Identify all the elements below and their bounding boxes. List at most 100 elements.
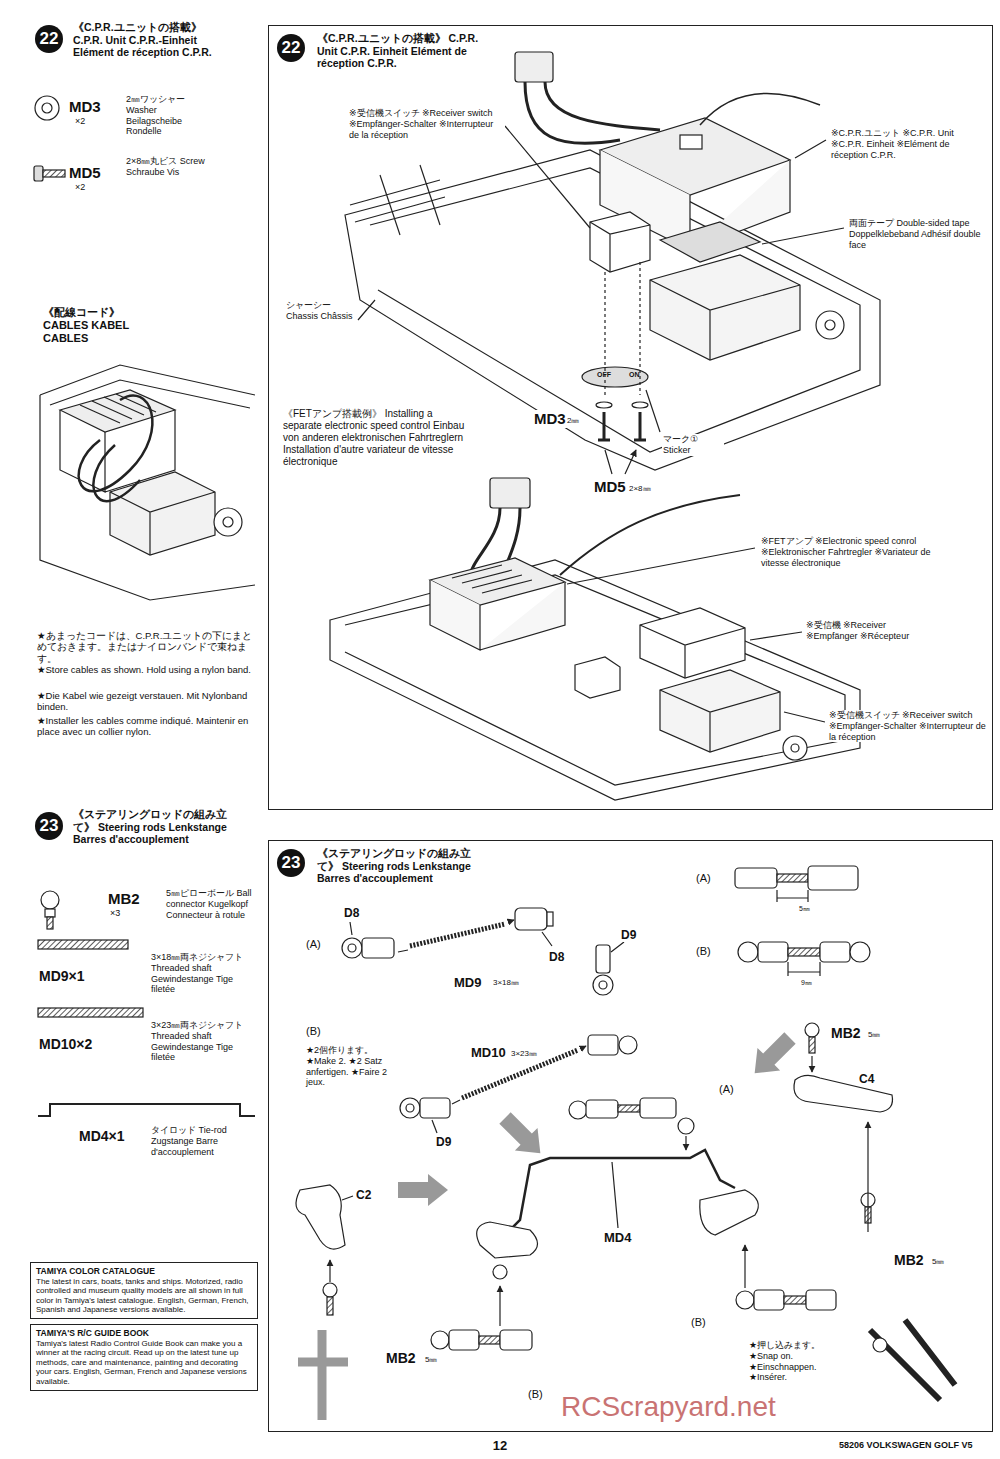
chassis-esc: [330, 560, 860, 800]
cable-illustration: [214, 508, 242, 536]
part-code: MD9: [453, 975, 482, 991]
part-code: D9: [620, 928, 637, 942]
steering-rod-parts: [618, 1105, 640, 1112]
chassis-esc: [575, 657, 620, 698]
cable-illustration: [40, 365, 255, 600]
steering-rod-parts: [599, 981, 607, 989]
steering-rod-parts: [493, 1265, 507, 1279]
screw-icon: [34, 166, 65, 181]
steering-rod-parts: [640, 1098, 676, 1118]
steering-rod-parts: [820, 942, 850, 962]
steering-rod-parts: [296, 866, 955, 1420]
chassis-cpr: [545, 82, 660, 130]
part-code: MD4: [603, 1230, 632, 1246]
steering-rod-parts: [784, 1296, 806, 1304]
steering-rod-parts: [420, 1098, 450, 1118]
chassis-esc: [345, 575, 845, 785]
steering-rod-parts: [678, 1118, 694, 1134]
callout-text: 2×8㎜丸ビス Screw Schraube Vis: [125, 156, 207, 178]
step-number: 22: [277, 34, 305, 62]
step-number: 22《C.P.R.ユニットの搭載》 C.P.R. Unit C.P.R.-Ein…: [35, 25, 63, 53]
chassis-cpr: [650, 280, 800, 360]
steering-rod-parts: [342, 1196, 353, 1200]
dimension: 9㎜: [800, 979, 813, 987]
part-code: MB2: [385, 1350, 417, 1367]
step-number: 23《ステアリングロッドの組み立て》 Steering rods Lenksta…: [35, 812, 63, 840]
steering-rod-parts: [788, 948, 820, 956]
steering-rod-parts: [596, 945, 610, 973]
chassis-cpr: [700, 93, 820, 125]
part-code: C4: [858, 1072, 875, 1086]
steering-rod-parts: [431, 1331, 449, 1349]
step-number-text: 22: [277, 34, 305, 62]
steering-rod-parts: [452, 1046, 586, 1104]
page-number: 12: [492, 1438, 508, 1454]
info-box: TAMIYA'S R/C GUIDE BOOKTamiya's latest R…: [30, 1324, 258, 1391]
assembly-illustration: [34, 52, 955, 1420]
callout-text: マーク① Sticker: [662, 434, 724, 456]
callout-text: ※受信機スイッチ ※Receiver switch ※Empfänger-Sch…: [828, 710, 990, 742]
direction-arrow: [494, 1107, 552, 1165]
chassis-esc: [452, 565, 532, 593]
callout-text: (B): [527, 1388, 544, 1401]
steering-rod-parts: [505, 1150, 735, 1235]
chassis-esc: [783, 736, 807, 760]
dimension: 5㎜: [424, 1355, 438, 1365]
chassis-cpr: [604, 412, 640, 440]
callout-text: (B): [305, 1025, 322, 1038]
steering-rod-parts: [406, 1104, 414, 1112]
chassis-esc: [560, 495, 740, 575]
part-code: MD9×1: [38, 968, 86, 985]
steering-rod-parts: [298, 1330, 348, 1420]
steering-rod-parts: [449, 1330, 479, 1350]
part-code: MD10×2: [38, 1036, 93, 1053]
chassis-cpr: [680, 135, 702, 149]
cable-illustration: [110, 472, 215, 555]
cable-illustration: [60, 390, 175, 432]
step-heading: 《ステアリングロッドの組み立て》 Steering rods Lenkstang…: [73, 808, 243, 846]
callout-text: 《FETアンプ搭載例》 Installing a separate electr…: [282, 408, 474, 468]
steering-rod-parts: [758, 942, 788, 962]
dimension: 5㎜: [798, 905, 811, 913]
dimension: 3×18㎜: [492, 978, 520, 988]
steering-rod-parts: [685, 1136, 686, 1150]
callout-text: 両面テープ Double-sided tape Doppelklebeband …: [848, 218, 985, 250]
cable-illustration: [80, 394, 156, 423]
watermark: RCScrapyard.net: [560, 1390, 777, 1424]
step-heading: 《ステアリングロッドの組み立て》 Steering rods Lenkstang…: [317, 847, 492, 885]
chassis-cpr: [598, 439, 646, 442]
steering-rod-parts: [348, 944, 356, 952]
steering-rod-parts: [794, 1075, 893, 1112]
part-code: ON: [628, 371, 641, 379]
steering-rod-parts: [788, 962, 820, 976]
part-code: MD3: [68, 98, 102, 116]
step-heading: 《C.P.R.ユニットの搭載》 C.P.R. Unit C.P.R.-Einhe…: [73, 21, 233, 59]
steering-rod-parts: [777, 890, 808, 902]
chassis-cpr: [605, 450, 636, 474]
washer-icon: [35, 96, 59, 120]
chassis-cpr: [590, 222, 650, 272]
threaded-shaft-icon: [38, 1008, 143, 1017]
chassis-cpr: [350, 165, 445, 235]
direction-arrow: [743, 1027, 801, 1085]
part-code: OFF: [596, 371, 612, 379]
part-code: D9: [435, 1135, 452, 1149]
callout-text: (A): [695, 872, 712, 885]
chassis-cpr: [632, 402, 648, 408]
washer-icon: [42, 103, 52, 113]
dimension: 2㎜: [566, 416, 580, 426]
steering-rod-parts: [362, 938, 394, 958]
chassis-esc: [791, 744, 799, 752]
chassis-esc: [430, 580, 565, 650]
steering-rod-parts: [777, 874, 808, 882]
steering-rod-parts: [593, 975, 613, 995]
ball-connector-icon: [41, 891, 59, 929]
steering-rod-parts: [327, 1297, 333, 1315]
steering-rod-parts: [586, 1100, 618, 1118]
callout-text: ★Die Kabel wie gezeigt verstauen. Mit Ny…: [36, 690, 260, 713]
part-code: MD10: [470, 1045, 507, 1061]
steering-rod-parts: [850, 942, 870, 962]
steering-rod-parts: [515, 908, 547, 930]
cable-illustration: [110, 492, 215, 555]
callout-text: ★押し込みます。 ★Snap on. ★Einschnappen. ★Insér…: [748, 1340, 850, 1383]
